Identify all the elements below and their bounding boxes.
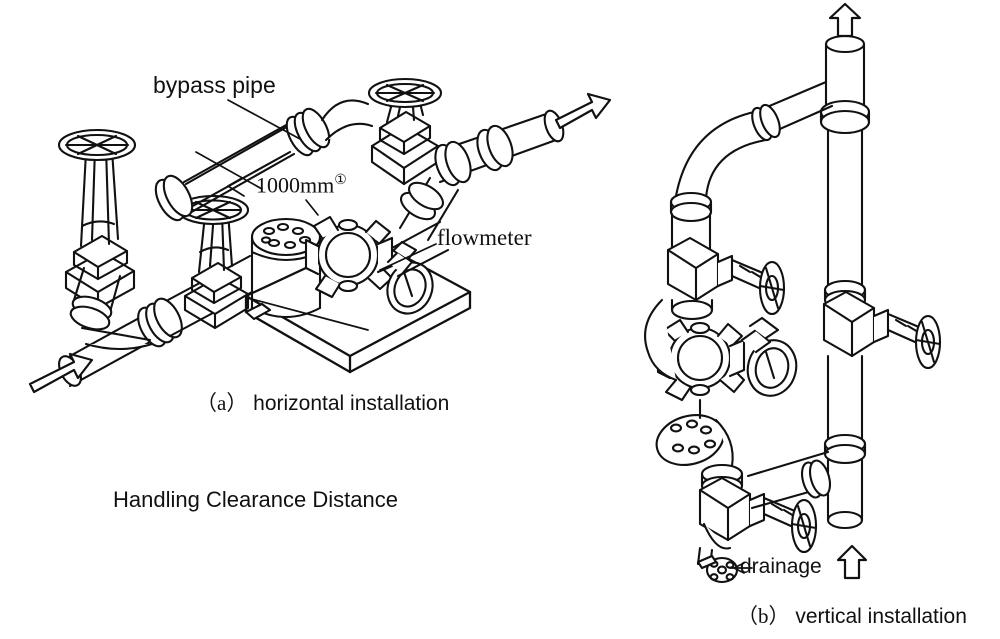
leader-drainage <box>729 562 753 574</box>
caption-b-text: vertical installation <box>789 605 967 628</box>
dimension-leader <box>195 151 319 216</box>
caption-b-paren-open: （ <box>737 605 758 628</box>
left-riser <box>69 266 154 350</box>
outlet-pipe <box>434 109 565 187</box>
riser-pipe-right <box>823 128 867 311</box>
caption-a-paren-close: ） <box>226 392 248 415</box>
outlet-lower-pipe <box>390 220 450 278</box>
caption-vertical-installation: （b） vertical installation <box>737 600 967 630</box>
caption-a-paren-open: （ <box>196 392 217 415</box>
flow-outlet-arrow-horizontal <box>554 92 612 130</box>
gate-valve-main <box>176 194 250 330</box>
flowmeter-vertical <box>644 298 746 402</box>
vertical-installation-drawing <box>644 34 942 584</box>
flow-inlet-arrow-horizontal <box>28 352 94 394</box>
gate-valve-upper <box>666 212 786 321</box>
caption-b-letter: b <box>758 604 769 628</box>
elbow-top <box>669 80 834 223</box>
dimension-value: 1000mm <box>256 172 335 198</box>
drainage-valve <box>696 546 739 584</box>
horizontal-installation-drawing <box>57 77 565 388</box>
leader-flowmeter <box>379 243 437 271</box>
gate-valve-bypass <box>367 77 443 186</box>
leader-platform <box>247 297 369 331</box>
dimension-note-marker: ① <box>334 173 347 188</box>
bypass-pipe <box>154 99 374 222</box>
caption-a-letter: a <box>217 391 227 415</box>
figure-title: Handling Clearance Distance <box>113 487 398 512</box>
caption-b-paren-close: ） <box>768 605 790 628</box>
riser-right <box>398 176 460 242</box>
label-bypass-pipe: bypass pipe <box>153 72 276 98</box>
gate-valve-riser <box>822 290 942 370</box>
pressure-gauge-vertical <box>740 316 798 397</box>
gate-valve-lower <box>698 476 818 554</box>
caption-horizontal-installation: （a） horizontal installation <box>196 387 449 417</box>
label-drainage: drainage <box>740 555 822 578</box>
flowmeter <box>304 215 394 299</box>
outlet-pipe-top <box>819 34 871 135</box>
inlet-pipe-bottom <box>746 450 832 510</box>
flange-inlet <box>137 297 183 348</box>
flow-outlet-arrow-vertical-top <box>828 2 862 38</box>
label-dimension: 1000mm① <box>256 172 347 198</box>
caption-a-text: horizontal installation <box>247 392 450 415</box>
riser-pipe-lower-right <box>823 354 867 530</box>
flow-inlet-arrow-vertical-bottom <box>836 544 868 580</box>
leader-bypass <box>227 99 301 140</box>
gate-valve-inlet <box>57 128 137 310</box>
strainer <box>244 217 322 321</box>
label-flowmeter: flowmeter <box>437 225 532 250</box>
